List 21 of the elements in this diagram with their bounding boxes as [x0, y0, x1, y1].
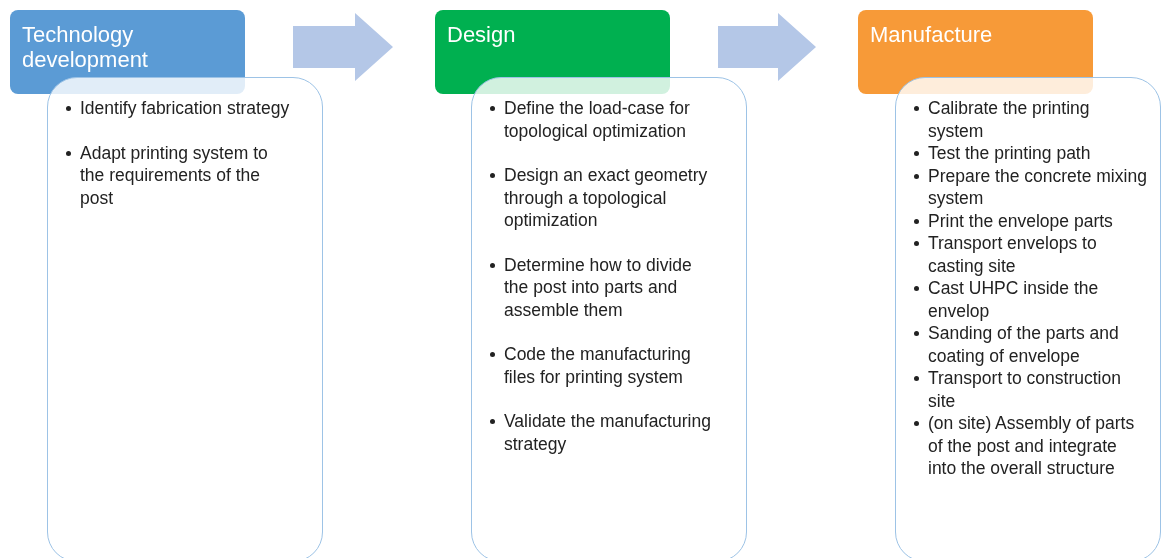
bullet-item: Identify fabrication strategy: [80, 97, 291, 120]
bullet-item: Design an exact geometry through a topological optimization: [504, 164, 709, 232]
block-arrow: [718, 13, 816, 81]
bullet-item: Prepare the concrete mixing system: [928, 164, 1148, 210]
block-arrow: [293, 13, 393, 81]
task-card: [471, 77, 747, 558]
task-card: [47, 77, 323, 558]
bullet-item: Determine how to divide the post into parts and assemble them: [504, 253, 693, 321]
bullet-item: Print the envelope parts: [928, 209, 1114, 232]
bullet-item: (on site) Assembly of parts of the post and integrate into the overall structure: [928, 412, 1136, 480]
task-card: [895, 77, 1161, 558]
bullet-item: Validate the manufacturing strategy: [504, 410, 712, 455]
bullet-item: Cast UHPC inside the envelop: [928, 277, 1100, 322]
bullet-item: Test the printing path: [928, 142, 1092, 165]
bullet-item: Define the load-case for topological optimization: [504, 97, 691, 142]
bullet-item: Code the manufacturing files for printing system: [504, 343, 692, 388]
bullet-item: Calibrate the printing system: [928, 97, 1091, 142]
bullet-item: Adapt printing system to the requirements of the post: [80, 141, 269, 209]
bullet-item: Transport envelops to casting site: [928, 232, 1098, 277]
bullet-item: Sanding of the parts and coating of envelope: [928, 322, 1120, 367]
bullet-item: Transport to construction site: [928, 367, 1122, 412]
